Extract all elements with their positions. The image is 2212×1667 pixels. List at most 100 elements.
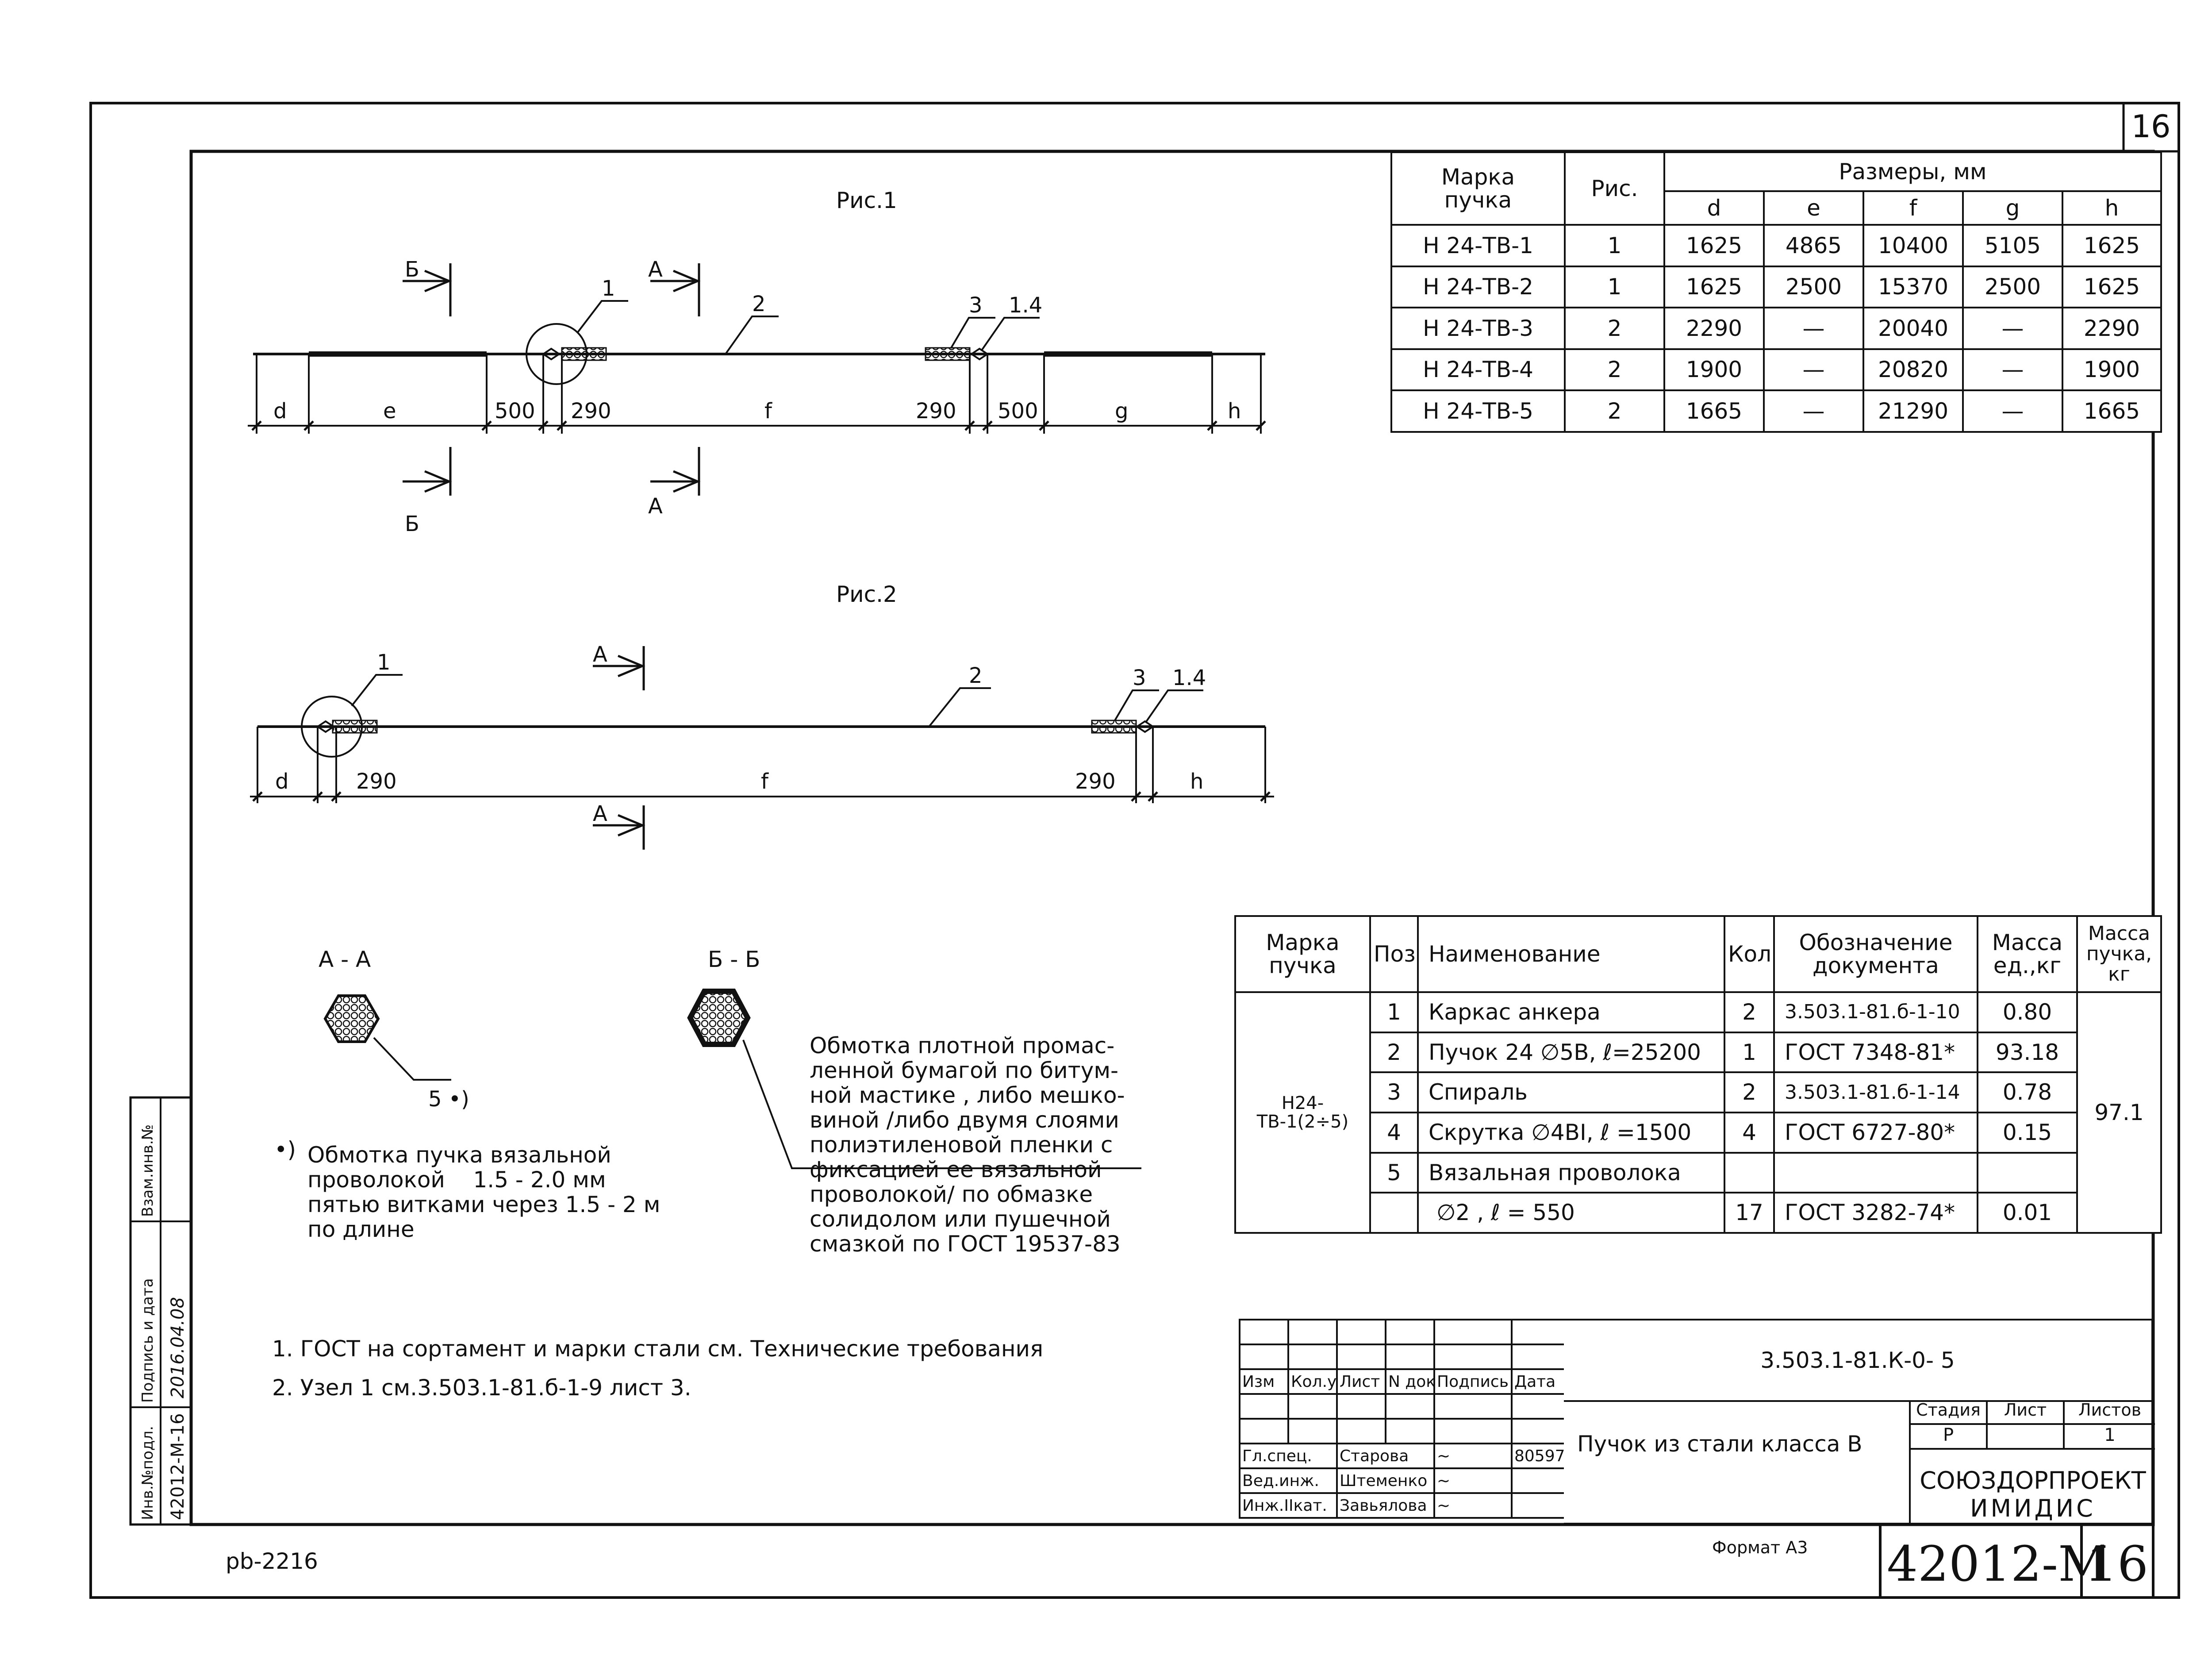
spec-header: Кол xyxy=(1724,915,1775,993)
wrap-note: Обмотка плотной промас- ленной бумагой п… xyxy=(810,1033,1125,1257)
stamp-date xyxy=(1511,1467,1566,1494)
general-note-2: 2. Узел 1 см.3.503.1-81.б-1-9 лист 3. xyxy=(272,1375,691,1401)
star-note: Обмотка пучка вязальной проволокой 1.5 -… xyxy=(307,1142,661,1242)
document-code: 3.503.1-81.К-0- 5 xyxy=(1564,1321,2151,1402)
bottom-code: pb-2216 xyxy=(226,1548,318,1574)
dimensions-table: Марка пучка Рис. Размеры, мм d e f g h Н… xyxy=(1390,151,2162,433)
spec-cell: Спираль xyxy=(1417,1071,1725,1113)
fig1-leader-14: 1.4 xyxy=(1009,293,1042,318)
figure-1: Рис.1 1 2 3 1.4 xyxy=(248,188,1266,536)
dims-col-header: e xyxy=(1763,190,1864,226)
dims-cell: Н 24-ТВ-1 xyxy=(1390,224,1566,267)
dims-cell: 2 xyxy=(1564,307,1665,350)
spec-cell: 3 xyxy=(1369,1071,1419,1113)
dims-cell: Н 24-ТВ-3 xyxy=(1390,307,1566,350)
spec-cell: 0.01 xyxy=(1977,1192,2078,1234)
dims-cell: 1 xyxy=(1564,224,1665,267)
side-label-sign: Подпись и дата xyxy=(139,1278,157,1403)
spec-cell: 2 xyxy=(1724,1071,1775,1113)
spec-cell: 3.503.1-81.б-1-10 xyxy=(1773,991,1978,1033)
dims-cell: 10400 xyxy=(1863,224,1964,267)
spec-cell: 2 xyxy=(1724,991,1775,1033)
dims-cell: — xyxy=(1962,389,2063,433)
spec-header: Масса пучка, кг xyxy=(2076,915,2162,993)
dims-cell: Н 24-ТВ-5 xyxy=(1390,389,1566,433)
dims-cell: 20820 xyxy=(1863,348,1964,392)
dims-cell: — xyxy=(1962,348,2063,392)
spec-cell: 2 xyxy=(1369,1031,1419,1074)
spec-cell: Вязальная проволока xyxy=(1417,1151,1725,1194)
dims-cell: 1665 xyxy=(2062,389,2162,433)
dims-cell: — xyxy=(1763,389,1864,433)
dims-header-sizes: Размеры, мм xyxy=(1663,151,2162,192)
dims-cell: 1625 xyxy=(1663,265,1765,309)
sheets-header: Листов xyxy=(2078,1400,2141,1420)
spec-cell: 1 xyxy=(1724,1031,1775,1074)
spec-cell: ∅2 , ℓ = 550 xyxy=(1417,1192,1725,1234)
stamp-role: Гл.спец. xyxy=(1239,1443,1338,1469)
sheet-header: Лист xyxy=(1988,1400,2065,1423)
dims-cell: — xyxy=(1763,348,1864,392)
fig2-section-a-bottom: А xyxy=(593,801,607,826)
dims-cell: 1625 xyxy=(2062,224,2162,267)
stamp-signature: ~ xyxy=(1433,1492,1513,1519)
spec-header: Наименование xyxy=(1417,915,1725,993)
spec-cell: 93.18 xyxy=(1977,1031,2078,1074)
fig1-dim-f: f xyxy=(764,399,772,423)
figure-2: Рис.2 1 2 3 1.4 d 290 f 290 xyxy=(250,581,1274,850)
side-label-inv: Инв.№подл. xyxy=(139,1426,157,1520)
spec-cell: 3.503.1-81.б-1-14 xyxy=(1773,1071,1978,1113)
fig2-leader-2: 2 xyxy=(969,663,983,688)
general-note-1: 1. ГОСТ на сортамент и марки стали см. Т… xyxy=(272,1336,1044,1362)
big-sheet-code: 42012-М xyxy=(1887,1536,2108,1592)
stage-value: Р xyxy=(1911,1425,1988,1448)
document-title: Пучок из стали класса В xyxy=(1577,1431,1863,1457)
side-label-vzam: Взам.инв.№ xyxy=(139,1124,157,1217)
dims-cell: 20040 xyxy=(1863,307,1964,350)
spec-cell: ГОСТ 6727-80* xyxy=(1773,1111,1978,1154)
big-number-box xyxy=(1879,1523,2154,1599)
section-aa-title: А - А xyxy=(319,947,371,972)
stamp-person: Завьялова xyxy=(1336,1492,1435,1519)
fig2-dim-290a: 290 xyxy=(356,769,397,794)
node-1-circle xyxy=(526,323,588,385)
fig1-leader-1: 1 xyxy=(602,276,615,301)
fig1-dim-290a: 290 xyxy=(571,399,611,423)
title-block-grid: Изм Кол.уч Лист N док Подпись Дата Гл.сп… xyxy=(1239,1319,1566,1519)
specification-table: Марка пучка Поз. Наименование Кол Обозна… xyxy=(1234,915,2162,1234)
spec-cell: 1 xyxy=(1369,991,1419,1033)
organization-name: СОЮЗДОРПРОЕКТ xyxy=(1920,1467,2146,1494)
stage-block: Стадия Лист Листов Р 1 СОЮЗДОРПРОЕКТ ИМИ… xyxy=(1909,1400,2155,1525)
title-block-main: 3.503.1-81.К-0- 5 Пучок из стали класса … xyxy=(1564,1319,2155,1525)
fig2-dim-h: h xyxy=(1190,769,1203,794)
fig2-leader-14: 1.4 xyxy=(1172,666,1206,690)
spec-cell: ГОСТ 7348-81* xyxy=(1773,1031,1978,1074)
stamp-role: Вед.инж. xyxy=(1239,1467,1338,1494)
dims-col-header: f xyxy=(1863,190,1964,226)
fig1-section-a-bottom: А xyxy=(648,494,663,519)
stamp-head: Дата xyxy=(1511,1368,1566,1395)
fig1-dim-g: g xyxy=(1115,399,1128,423)
fig1-section-b-top: Б xyxy=(405,257,419,282)
spec-cell: 0.80 xyxy=(1977,991,2078,1033)
fig2-caption: Рис.2 xyxy=(836,581,897,607)
dims-cell: — xyxy=(1763,307,1864,350)
stamp-head: Лист xyxy=(1336,1368,1386,1395)
stamp-head: Изм xyxy=(1239,1368,1289,1395)
dims-cell: 2500 xyxy=(1962,265,2063,309)
spec-cell: 17 xyxy=(1724,1192,1775,1234)
section-aa: А - А 5 •) xyxy=(319,947,469,1112)
inner-frame xyxy=(189,150,2155,1526)
stamp-signature: ~ xyxy=(1433,1443,1513,1469)
fig1-dim-500a: 500 xyxy=(495,399,535,423)
fig1-section-a-top: А xyxy=(648,257,663,282)
spec-cell: 0.78 xyxy=(1977,1071,2078,1113)
fig1-dim-d: d xyxy=(273,399,287,423)
dims-cell: 2290 xyxy=(1663,307,1765,350)
